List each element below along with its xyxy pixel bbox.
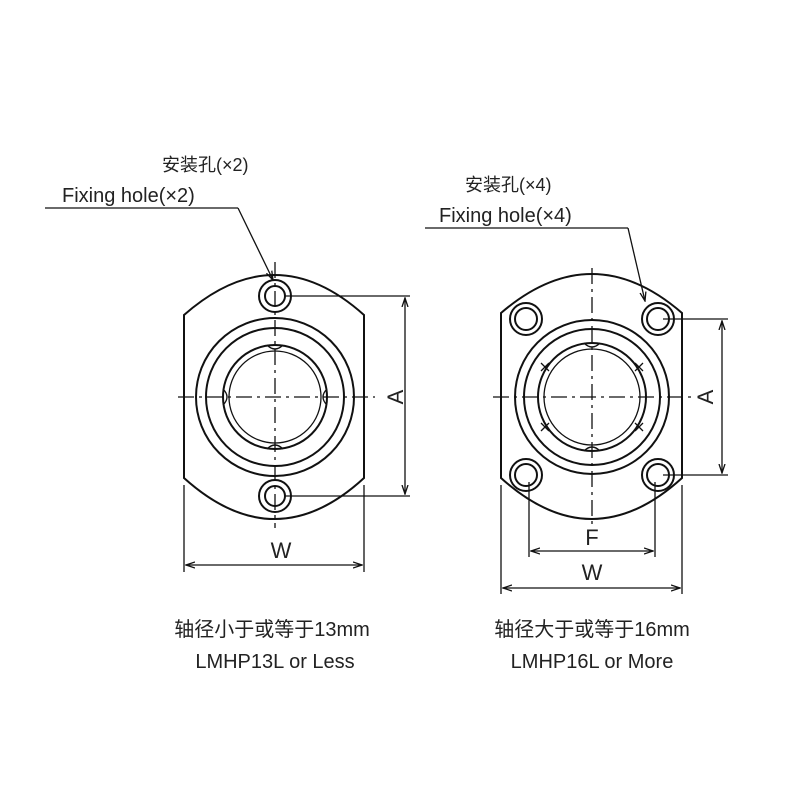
- flange-outline: [500, 273, 683, 520]
- right-caption-cn: 轴径大于或等于16mm: [494, 618, 690, 641]
- fixing-hole: [509, 302, 543, 336]
- right-hole-label-cn: 安装孔(×4): [465, 175, 552, 195]
- left-hole-label-cn: 安装孔(×2): [162, 155, 249, 175]
- left-caption-en: LMHP13L or Less: [195, 651, 354, 673]
- right-dim-a: A: [693, 389, 718, 404]
- right-hole-label-en: Fixing hole(×4): [439, 205, 572, 227]
- four-hole-flange: [425, 227, 728, 594]
- left-dim-w: W: [271, 538, 292, 563]
- left-dim-a: A: [383, 389, 408, 404]
- right-caption-en: LMHP16L or More: [511, 651, 674, 673]
- right-dim-w: W: [582, 560, 603, 585]
- right-dim-f: F: [585, 525, 598, 550]
- fixing-hole: [509, 458, 543, 492]
- left-hole-label-en: Fixing hole(×2): [62, 185, 195, 207]
- two-hole-flange: [45, 207, 410, 572]
- left-caption-cn: 轴径小于或等于13mm: [174, 618, 370, 641]
- flange-outline: [183, 274, 365, 520]
